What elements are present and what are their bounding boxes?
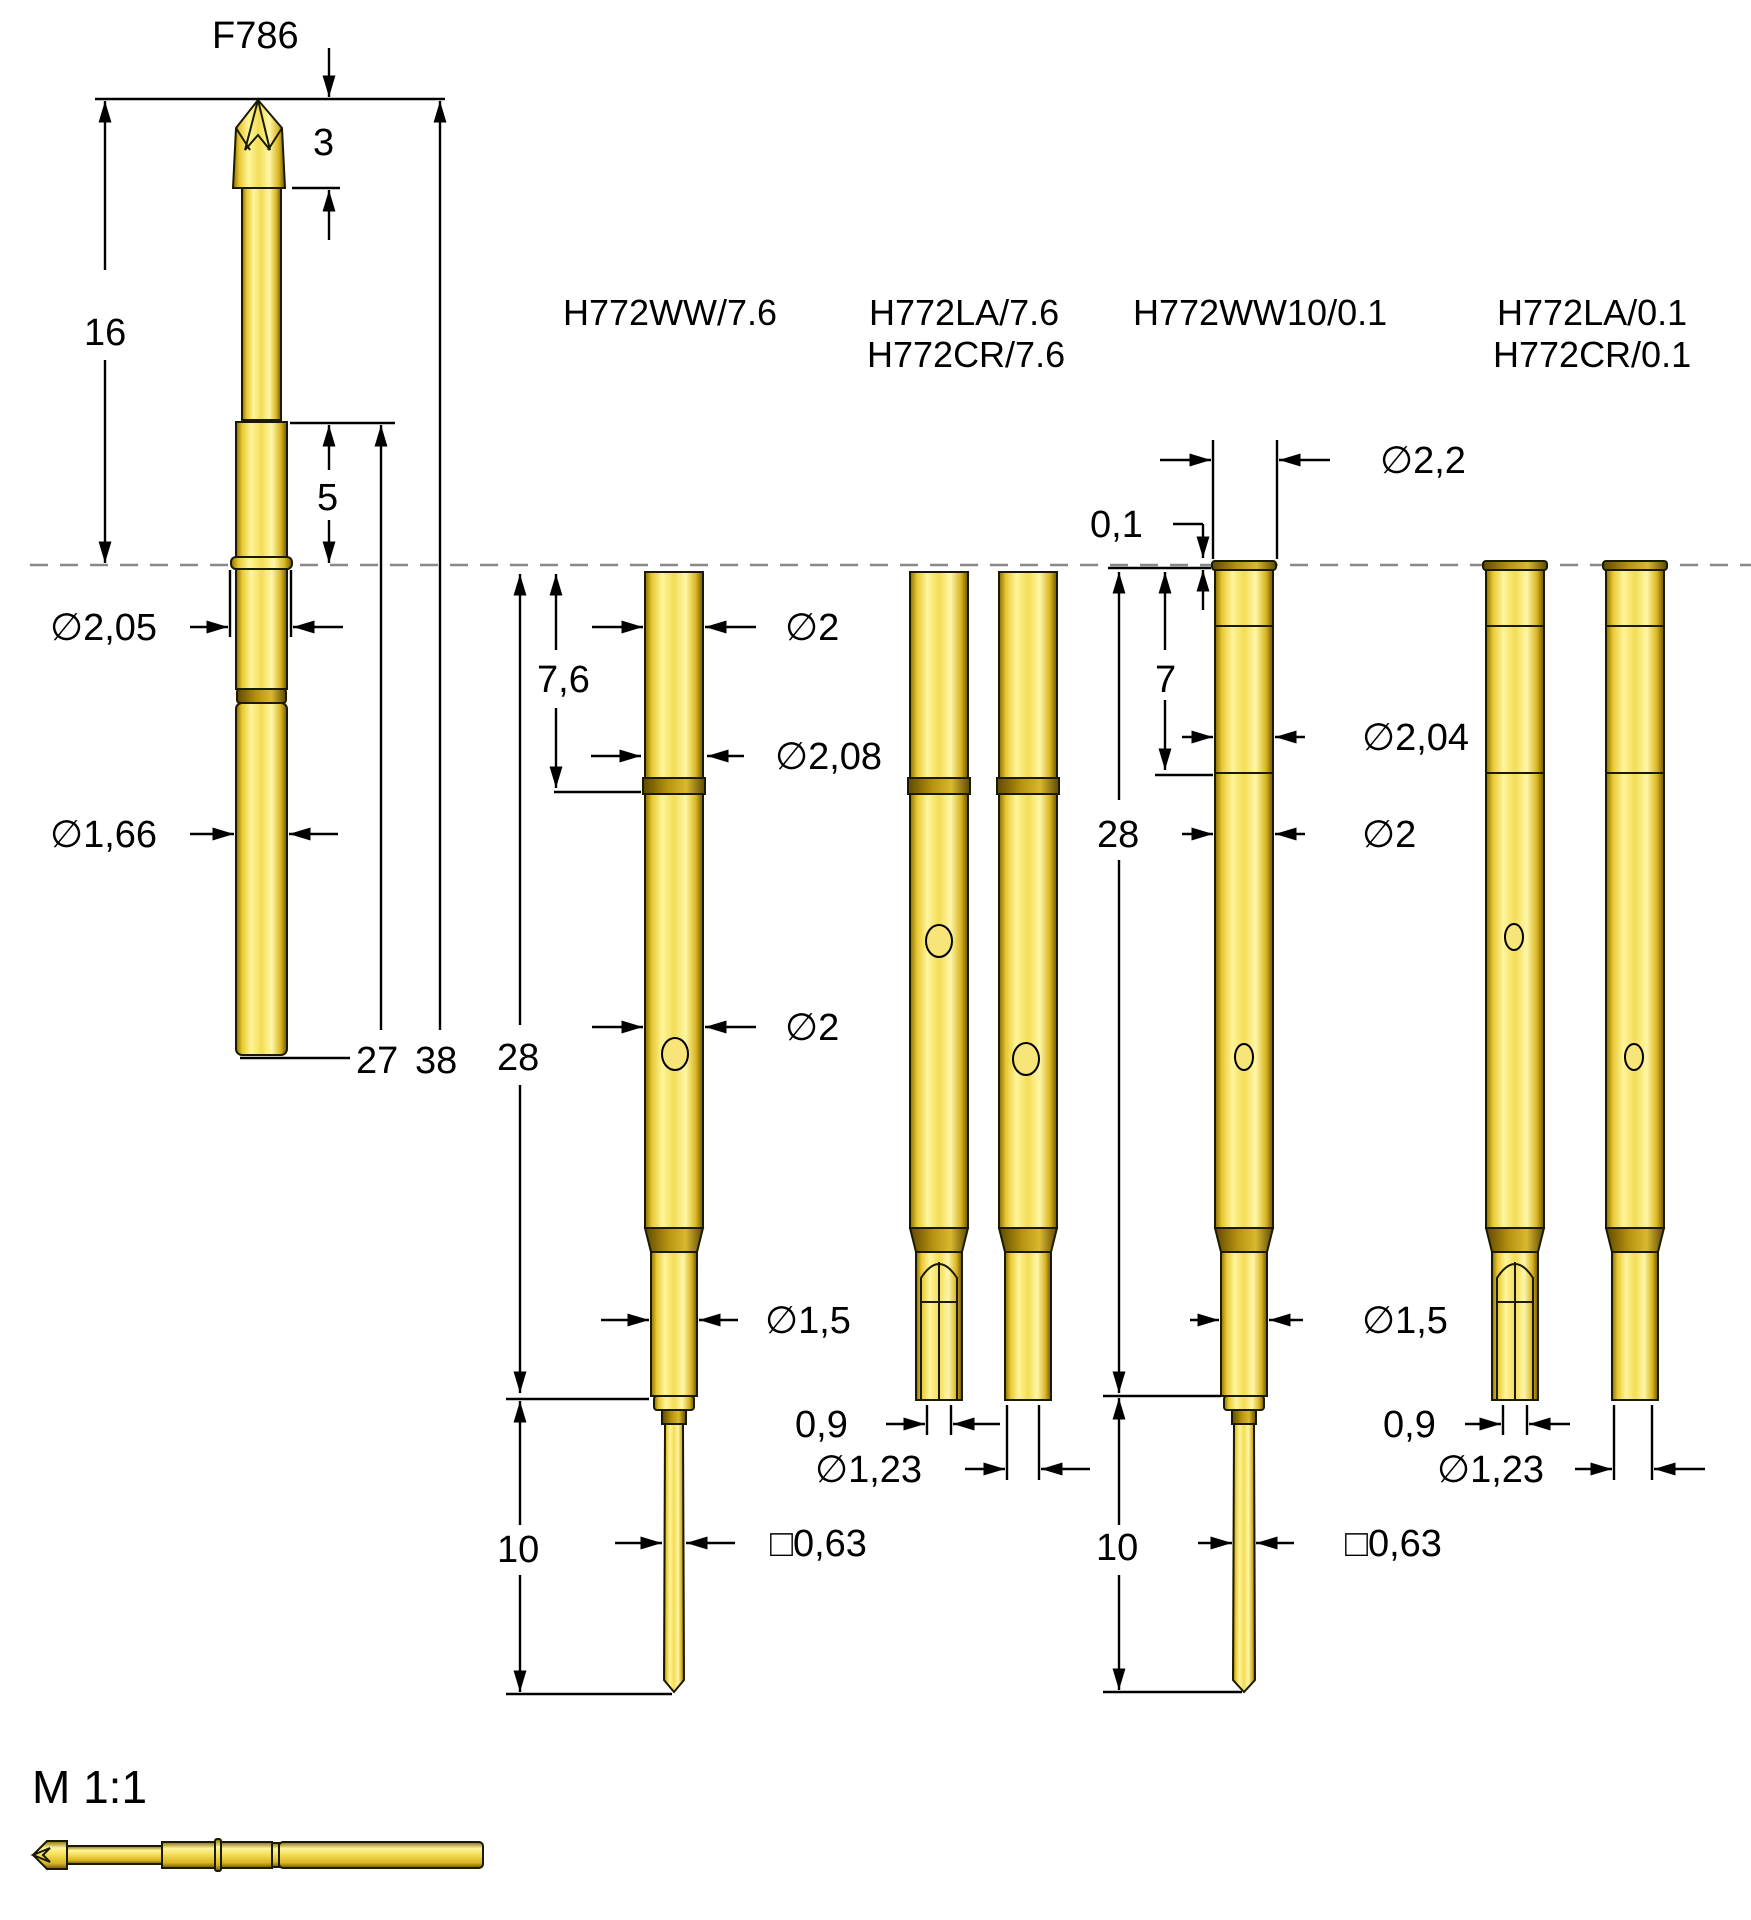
h772ww10-press-diameter: ∅2,04 bbox=[1362, 717, 1469, 759]
title-h772ww10-0-1: H772WW10/0.1 bbox=[1133, 292, 1387, 333]
h772ww10-lower-diameter: ∅1,5 bbox=[1362, 1300, 1448, 1342]
receptacle-h772la-cr-0-1: 0,9 ∅1,23 bbox=[1383, 560, 1705, 1491]
title-h772la-0-1: H772LA/0.1 bbox=[1497, 292, 1687, 333]
probe-length-27: 27 bbox=[356, 1040, 398, 1082]
title-h772ww-7-6: H772WW/7.6 bbox=[563, 292, 777, 333]
h772ww-tail-length: 10 bbox=[497, 1529, 539, 1571]
h772ww-body-diameter: ∅2 bbox=[785, 1007, 839, 1049]
probe-top-to-ref: 16 bbox=[84, 312, 126, 354]
h772ww10-body-diameter: ∅2 bbox=[1362, 814, 1416, 856]
receptacle-h772ww10-0-1: ∅2,2 0,1 7 ∅2,04 ∅2 28 ∅1,5 10 bbox=[1090, 440, 1469, 1694]
scale-label: M 1:1 bbox=[32, 1761, 147, 1813]
h772ww10-length: 28 bbox=[1097, 814, 1139, 856]
probe-tip-length: 3 bbox=[313, 122, 334, 164]
h772ww-lower-diameter: ∅1,5 bbox=[765, 1300, 851, 1342]
h772cr-lower-diameter: ∅1,23 bbox=[815, 1449, 922, 1491]
title-h772cr-0-1: H772CR/0.1 bbox=[1493, 334, 1691, 375]
receptacle-h772ww-7-6: 28 7,6 ∅2 ∅2,08 ∅2 ∅1,5 10 □0,63 bbox=[490, 571, 882, 1696]
title-h772la-7-6: H772LA/7.6 bbox=[869, 292, 1059, 333]
h772ww10-flange-diameter: ∅2,2 bbox=[1380, 440, 1466, 482]
h772ww10-flange-height: 0,1 bbox=[1090, 504, 1143, 546]
h772ww-length: 28 bbox=[497, 1037, 539, 1079]
probe-collar-diameter: ∅2,05 bbox=[50, 607, 157, 649]
scale-view: M 1:1 bbox=[30, 1761, 484, 1872]
h772la-0-1-slot-width: 0,9 bbox=[1383, 1404, 1436, 1446]
receptacle-h772la-cr-7-6: 0,9 ∅1,23 bbox=[795, 571, 1090, 1491]
probe-f786: F786 3 16 5 ∅2,05 ∅1 bbox=[50, 15, 470, 1085]
probe-title: F786 bbox=[212, 15, 299, 57]
probe-body-diameter: ∅1,66 bbox=[50, 814, 157, 856]
h772la-slot-width: 0,9 bbox=[795, 1404, 848, 1446]
h772ww-press-depth: 7,6 bbox=[537, 659, 590, 701]
probe-total-length: 38 bbox=[415, 1040, 457, 1082]
h772ww-top-diameter: ∅2 bbox=[785, 607, 839, 649]
title-h772cr-7-6: H772CR/7.6 bbox=[867, 334, 1065, 375]
probe-barrel-to-ref: 5 bbox=[317, 477, 338, 519]
h772cr-0-1-lower-diameter: ∅1,23 bbox=[1437, 1449, 1544, 1491]
h772ww-tail-square: □0,63 bbox=[770, 1523, 867, 1565]
h772ww10-tail-length: 10 bbox=[1096, 1527, 1138, 1569]
h772ww10-press-depth: 7 bbox=[1155, 659, 1176, 701]
h772ww10-tail-square: □0,63 bbox=[1345, 1523, 1442, 1565]
h772ww-collar-diameter: ∅2,08 bbox=[775, 736, 882, 778]
